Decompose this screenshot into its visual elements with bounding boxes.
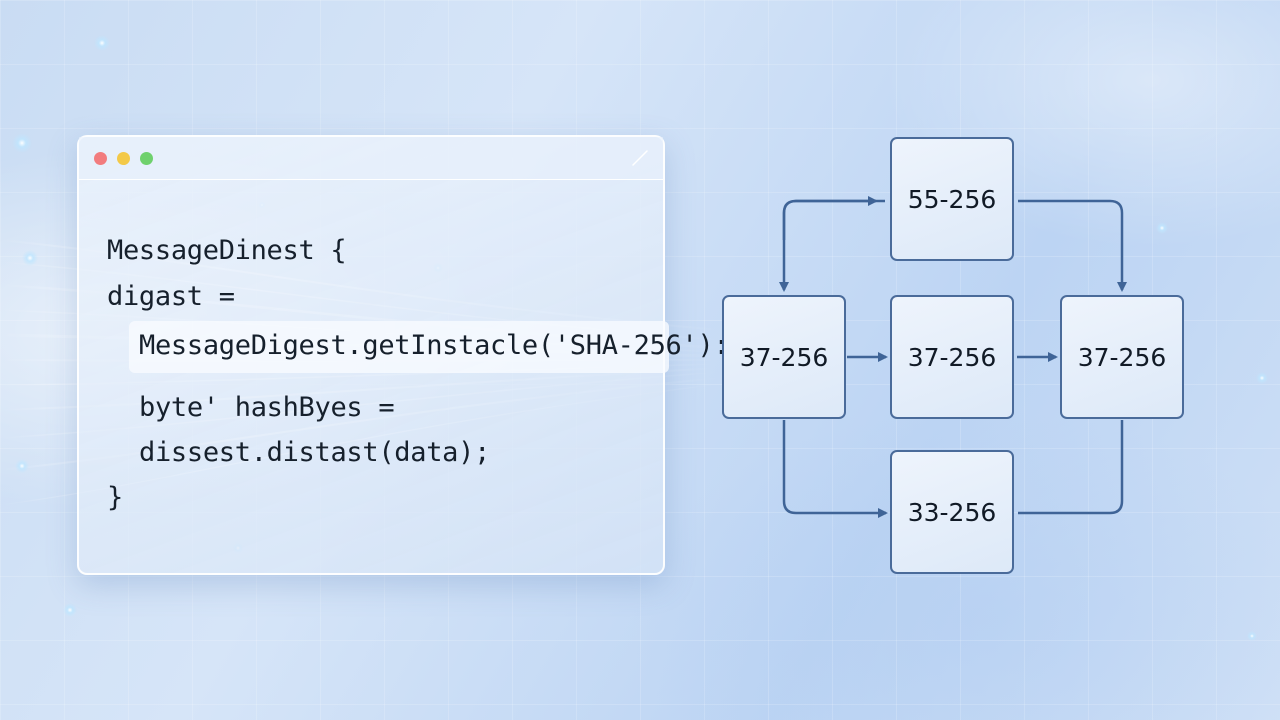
code-line-3: MessageDigest.getInstacle('SHA-256'): [139,330,730,361]
code-line-1: MessageDinest { [107,235,347,266]
code-line-6: } [107,482,123,513]
code-line-4: byte' hashByes = [139,392,395,423]
arrow-top-to-right [1018,199,1127,292]
node-left: 37-256 [722,295,846,419]
minimize-window-dot[interactable] [117,152,130,165]
arrow-top-to-left [779,199,885,292]
arrow-left-to-top [782,196,878,240]
code-line-5: dissest.distast(data); [139,437,491,468]
window-title-bar [79,137,663,180]
connector-right-to-bottom [1018,420,1124,515]
node-center: 37-256 [890,295,1014,419]
node-bottom: 33-256 [890,450,1014,574]
code-editor-window: MessageDinest { digast = MessageDigest.g… [77,135,730,575]
resize-icon[interactable] [629,147,651,169]
code-line-2: digast = [107,281,235,312]
node-top: 55-256 [890,137,1014,261]
arrow-left-to-bottom [782,420,888,518]
maximize-window-dot[interactable] [140,152,153,165]
close-window-dot[interactable] [94,152,107,165]
node-right: 37-256 [1060,295,1184,419]
diagram-connectors [779,196,1127,518]
code-line-highlight [129,321,669,373]
